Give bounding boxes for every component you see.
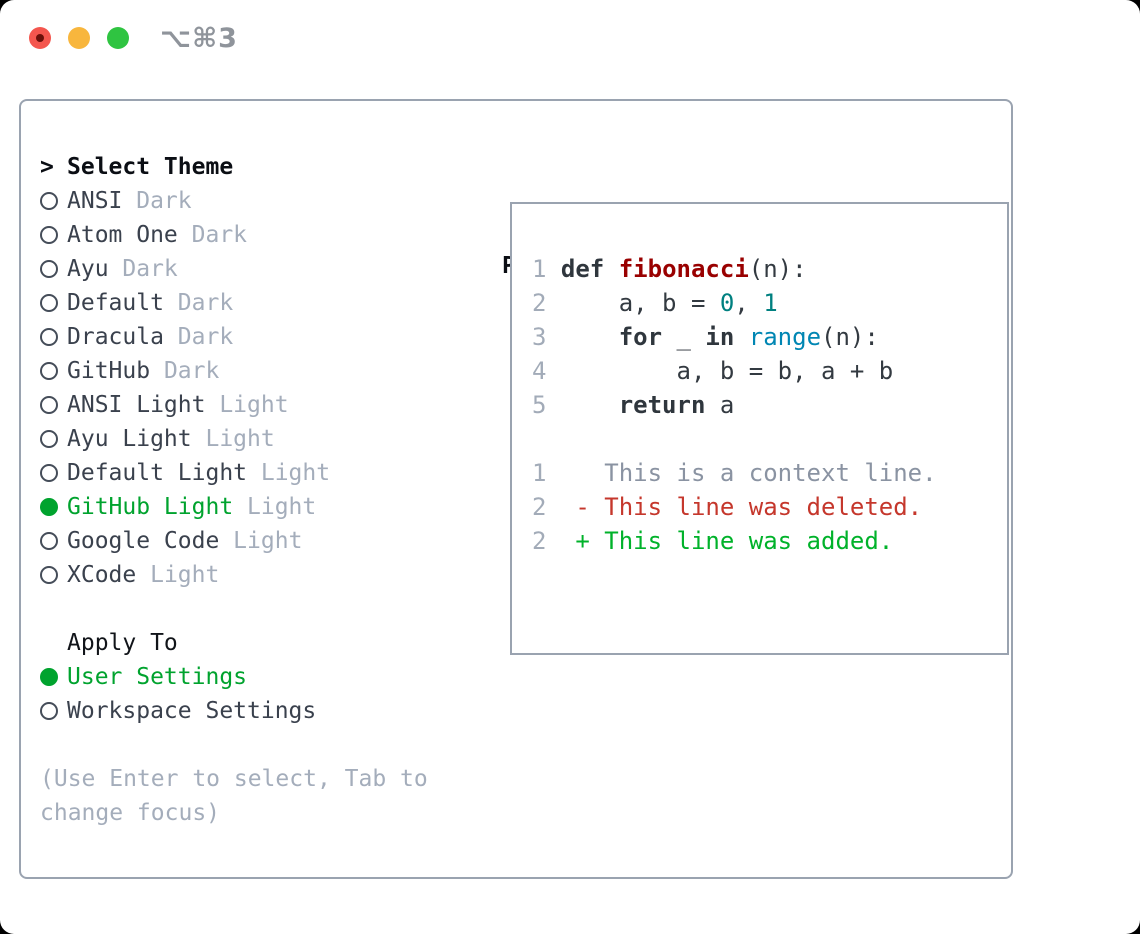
radio-icon[interactable] <box>40 464 67 482</box>
preview-line: 2 - This line was deleted. <box>532 493 923 521</box>
theme-name-label: Atom One <box>67 222 178 248</box>
preview-line: 2 a, b = 0, 1 <box>532 289 778 317</box>
theme-variant-label: Light <box>136 562 220 588</box>
theme-variant-label: Dark <box>150 358 220 384</box>
preview-line: 4 a, b = b, a + b <box>532 357 894 385</box>
line-number: 5 <box>532 391 547 419</box>
preview-line: 1 This is a context line. <box>532 459 937 487</box>
line-number: 2 <box>532 289 547 317</box>
theme-name-label: XCode <box>67 562 137 588</box>
theme-name-label: Ayu <box>67 256 109 282</box>
theme-option-google-code[interactable]: Google Code Light <box>40 524 428 558</box>
apply-to-title: Apply To <box>67 630 178 656</box>
apply-option-label: User Settings <box>67 664 248 690</box>
theme-option-atom-one[interactable]: Atom One Dark <box>40 218 428 252</box>
theme-variant-label: Dark <box>122 188 192 214</box>
theme-name-label: Default Light <box>67 460 248 486</box>
theme-variant-label: Dark <box>177 222 248 248</box>
theme-option-xcode[interactable]: XCode Light <box>40 558 428 592</box>
prompt-cursor-icon: > <box>40 154 54 180</box>
apply-option-workspace-settings[interactable]: Workspace Settings <box>40 694 428 728</box>
theme-option-ayu-light[interactable]: Ayu Light Light <box>40 422 428 456</box>
radio-icon[interactable] <box>40 192 67 210</box>
theme-variant-label: Light <box>219 528 303 554</box>
preview-line: 5 return a <box>532 391 735 419</box>
radio-selected-icon[interactable] <box>40 668 67 686</box>
theme-name-label: Ayu Light <box>67 426 192 452</box>
line-number: 3 <box>532 323 547 351</box>
preview-pane: 1 def fibonacci(n): 2 a, b = 0, 1 3 for _ … <box>510 202 1009 655</box>
radio-icon[interactable] <box>40 396 67 414</box>
titlebar: ⌥⌘3 <box>29 23 238 54</box>
line-number: 4 <box>532 357 547 385</box>
theme-name-label: Dracula <box>67 324 164 350</box>
close-button[interactable] <box>29 27 51 49</box>
theme-option-github[interactable]: GitHub Dark <box>40 354 428 388</box>
line-number: 2 <box>532 527 547 555</box>
theme-name-label: GitHub <box>67 358 151 384</box>
hint-text: (Use Enter to select, Tab to <box>40 766 428 792</box>
theme-option-ansi-light[interactable]: ANSI Light Light <box>40 388 428 422</box>
radio-icon[interactable] <box>40 362 67 380</box>
radio-icon[interactable] <box>40 294 67 312</box>
theme-variant-label: Light <box>191 426 275 452</box>
zoom-button[interactable] <box>107 27 129 49</box>
keyboard-hint: (Use Enter to select, Tab to change focus… <box>40 762 428 830</box>
radio-icon[interactable] <box>40 430 67 448</box>
select-theme-header: > Select Theme <box>40 150 428 184</box>
theme-option-default[interactable]: Default Dark <box>40 286 428 320</box>
preview-line: 3 for _ in range(n): <box>532 323 879 351</box>
theme-option-dracula[interactable]: Dracula Dark <box>40 320 428 354</box>
hint-text: change focus) <box>40 800 221 826</box>
theme-variant-label: Light <box>247 460 331 486</box>
radio-icon[interactable] <box>40 328 67 346</box>
theme-option-default-light[interactable]: Default Light Light <box>40 456 428 490</box>
apply-option-user-settings[interactable]: User Settings <box>40 660 428 694</box>
theme-variant-label: Light <box>205 392 289 418</box>
preview-line: 2 + This line was added. <box>532 527 894 555</box>
line-number: 2 <box>532 493 547 521</box>
radio-selected-icon[interactable] <box>40 498 67 516</box>
theme-option-github-light[interactable]: GitHub Light Light <box>40 490 428 524</box>
theme-variant-label: Dark <box>108 256 178 282</box>
preview-line: 1 def fibonacci(n): <box>532 255 807 283</box>
theme-name-label: GitHub Light <box>67 494 234 520</box>
apply-option-label: Workspace Settings <box>67 698 317 724</box>
theme-name-label: Default <box>67 290 164 316</box>
radio-icon[interactable] <box>40 702 67 720</box>
window-title: ⌥⌘3 <box>160 22 238 54</box>
minimize-button[interactable] <box>68 27 90 49</box>
radio-icon[interactable] <box>40 226 67 244</box>
spacer <box>40 592 428 626</box>
spacer <box>40 728 428 762</box>
theme-name-label: ANSI Light <box>67 392 206 418</box>
theme-variant-label: Dark <box>163 290 234 316</box>
theme-option-ayu[interactable]: Ayu Dark <box>40 252 428 286</box>
theme-variant-label: Light <box>233 494 317 520</box>
line-number: 1 <box>532 459 547 487</box>
preview-blank-line <box>532 422 1007 456</box>
radio-icon[interactable] <box>40 566 67 584</box>
theme-name-label: Google Code <box>67 528 220 554</box>
select-theme-title: Select Theme <box>67 154 234 180</box>
line-number: 1 <box>532 255 547 283</box>
theme-variant-label: Dark <box>163 324 234 350</box>
radio-icon[interactable] <box>40 260 67 278</box>
radio-icon[interactable] <box>40 532 67 550</box>
theme-option-ansi[interactable]: ANSI Dark <box>40 184 428 218</box>
apply-to-header: Apply To <box>40 626 428 660</box>
theme-name-label: ANSI <box>67 188 123 214</box>
